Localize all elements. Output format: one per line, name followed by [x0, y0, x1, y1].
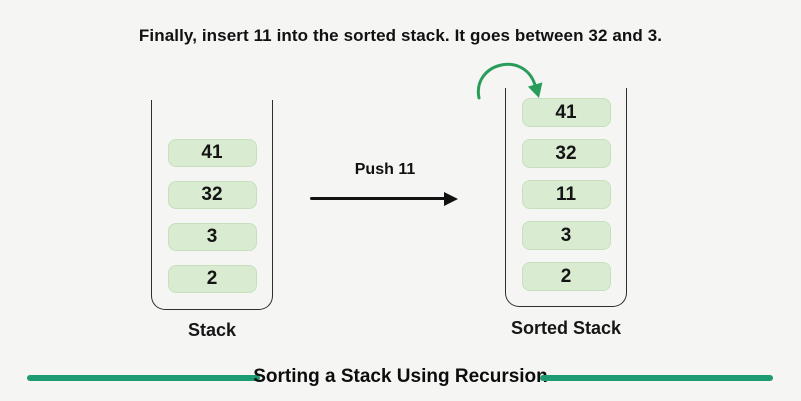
- stack-item: 32: [521, 139, 611, 168]
- step-description: Finally, insert 11 into the sorted stack…: [138, 26, 663, 45]
- stack-container-left: 41 32 3 2: [151, 100, 273, 310]
- stack-label-right: Sorted Stack: [510, 318, 622, 338]
- diagram-caption: Sorting a Stack Using Recursion: [253, 366, 548, 387]
- stack-item: 2: [167, 265, 257, 293]
- stack-item: 3: [167, 223, 257, 251]
- right-arrow-head-icon: [444, 191, 458, 206]
- right-arrow-icon: [310, 197, 446, 200]
- stack-item: 2: [521, 262, 611, 291]
- caption-divider-right: [540, 375, 773, 381]
- stack-label-left: Stack: [187, 320, 237, 340]
- curved-down-arrow-icon: [476, 62, 543, 100]
- stack-item: 3: [521, 221, 611, 250]
- caption-divider-left: [27, 375, 260, 381]
- stack-container-right: 41 32 11 3 2: [505, 88, 627, 307]
- stack-item: 41: [521, 98, 611, 127]
- stack-item: 11: [521, 180, 611, 209]
- stack-item: 41: [167, 139, 257, 167]
- stack-item: 32: [167, 181, 257, 209]
- push-label: Push 11: [354, 161, 416, 178]
